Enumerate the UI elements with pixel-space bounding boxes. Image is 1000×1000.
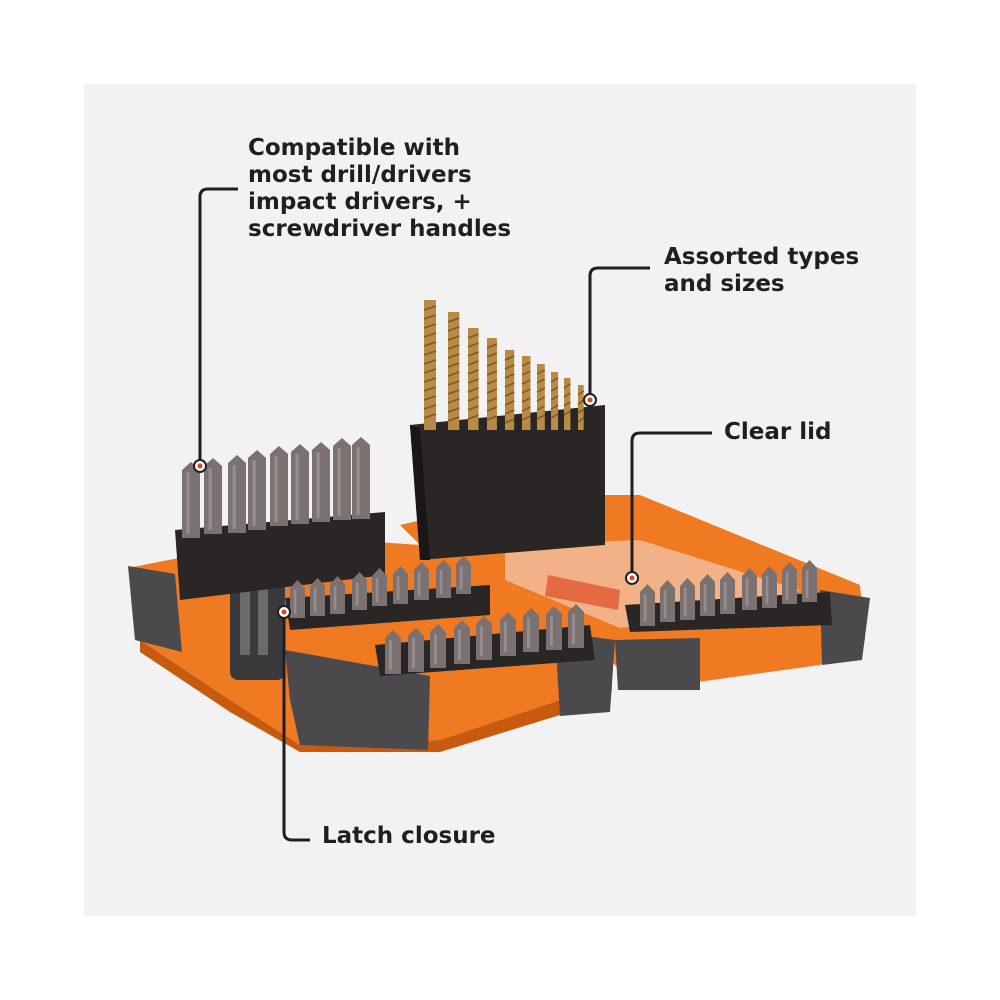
callout-line: most drill/drivers [248,162,472,188]
callout-line: and sizes [664,271,785,297]
bit [414,562,429,600]
drill-bit [486,338,498,430]
callout-assortment: Assorted types and sizes [664,244,859,298]
bit [454,620,470,664]
drill-bit [563,378,571,430]
bit [228,455,246,533]
bit [700,574,715,616]
bit [352,572,367,610]
dot-marker-icon [193,459,207,473]
drill-bit [521,356,531,430]
callout-clear-lid: Clear lid [724,419,831,446]
drill-bit [423,300,437,430]
callout-line: Latch closure [322,823,496,849]
bit [352,437,370,519]
bit [372,568,387,606]
bit [204,458,222,534]
bit [330,576,345,614]
left-bit-holder [175,512,385,600]
bit [385,630,401,674]
callout-line: Compatible with [248,135,460,161]
bit [802,560,817,602]
bit [500,612,516,656]
callout-leaders [198,187,712,842]
bit [408,628,424,672]
bit [393,566,408,604]
callout-compatibility: Compatible with most drill/drivers impac… [248,135,511,243]
callout-line: impact drivers, + [248,189,472,215]
callout-latch: Latch closure [322,823,496,850]
callout-line: Clear lid [724,419,832,445]
drill-bit [536,364,546,430]
drill-bit [447,312,460,430]
bit [742,568,757,610]
bit [182,462,200,538]
bit [333,438,351,520]
drill-bit [504,350,515,430]
drill-bits [423,300,585,430]
bit [312,442,330,522]
bit [476,616,492,660]
left-bits [182,437,370,538]
bit [680,578,695,620]
bit [291,444,309,524]
dot-marker-icon [277,605,291,619]
bit [456,556,471,594]
drill-bit [467,328,479,430]
bit [546,606,562,650]
middle-bits [290,556,471,618]
dot-marker-icon [625,571,639,585]
bit [660,580,675,622]
bit [310,578,325,616]
bit [523,608,539,652]
bit [436,560,451,598]
bit [430,624,446,668]
callout-line: Assorted types [664,244,860,270]
drill-bit [577,385,585,430]
bit [568,604,584,648]
latch [230,570,285,680]
bit [248,450,266,530]
front-bits [385,604,584,674]
dot-marker-icon [583,393,597,407]
bit [720,572,735,614]
bit [640,584,655,626]
bit [270,446,288,526]
drill-bit-holder [410,405,605,560]
callout-line: screwdriver handles [248,216,512,242]
bit [782,562,797,604]
right-bits [640,560,817,626]
bit [290,580,305,618]
drill-bit [550,372,559,430]
bit [762,566,777,608]
